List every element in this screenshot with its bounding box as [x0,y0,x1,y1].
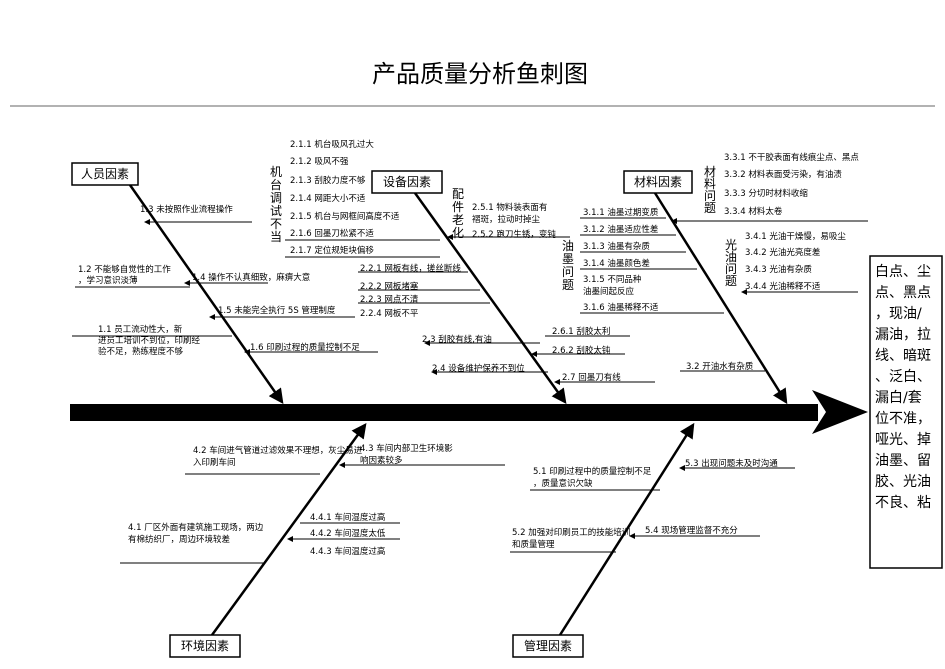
cause-1-4: 1.4 操作不认真细致，麻痹大意 [192,272,310,283]
category-box-equipment [371,170,443,194]
sub-heading-gloss-problem: 光油问题 [725,238,737,288]
cause-3-1-4: 3.1.4 油墨颜色差 [583,258,650,269]
cause-4-1: 4.1 厂区外面有建筑施工现场，两边有棉纺织厂，周边环境较差 [128,522,264,545]
cause-2-7: 2.7 回墨刀有线 [562,372,621,383]
cause-5-3: 5.3 出现问题未及时沟通 [685,458,778,469]
cause-4-4-1: 4.4.1 车间湿度过高 [310,512,385,523]
spine [70,404,818,421]
bone-people [128,184,284,405]
category-box-management [512,634,584,658]
cause-3-1-6: 3.1.6 油墨稀释不适 [583,302,659,313]
cause-4-2: 4.2 车间进气管道过滤效果不理想，灰尘易进入印刷车间 [193,445,363,468]
cause-2-3: 2.3 刮胶有线,有油 [422,334,492,345]
cause-2-2-1: 2.2.1 网板有线，搓丝断线 [360,263,461,274]
bone-material [653,192,788,405]
cause-2-5-1: 2.5.1 物料装表面有褶斑，拉动时掉尘 [472,202,547,225]
result-text: 白点、尘点、黑点，现油/漏油，拉线、暗斑、泛白、漏白/套位不准，哑光、掉油墨、留… [875,264,931,511]
category-box-people [71,162,139,186]
result-box [869,255,943,569]
category-management: 管理因素 [524,638,572,653]
cause-1-5: 1.5 未能完全执行 5S 管理制度 [218,305,336,316]
category-box-material [623,170,693,194]
sub-heading-parts-aging: 配件老化 [452,187,464,240]
cause-2-1-6: 2.1.6 回墨刀松紧不适 [290,228,374,239]
sub-heading-material-problem: 材料问题 [704,165,716,215]
sub-heading-machine-tuning: 机台调试不当 [270,165,282,244]
cause-5-2: 5.2 加强对印刷员工的技能培训和质量管理 [512,527,630,550]
cause-2-6-1: 2.6.1 刮胶太利 [552,326,610,337]
cause-4-4-2: 4.4.2 车间湿度太低 [310,528,386,539]
diagram-title: 产品质量分析鱼刺图 [372,60,588,88]
spine-arrowhead [812,390,868,434]
cause-2-2-2: 2.2.2 网板堵塞 [360,281,419,292]
cause-2-1-3: 2.1.3 刮胶力度不够 [290,175,366,186]
cause-3-4-2: 3.4.2 光油光亮度差 [745,247,820,258]
cause-5-1: 5.1 印刷过程中的质量控制不足，质量意识欠缺 [533,466,652,489]
cause-2-4: 2.4 设备维护保养不到位 [432,363,525,374]
cause-3-1-3: 3.1.3 油墨有杂质 [583,241,650,252]
cause-1-1: 1.1 员工流动性大，新进员工培训不到位，印刷经验不足，熟练程度不够 [98,324,201,357]
category-equipment: 设备因素 [383,175,431,189]
cause-4-3: 4.3 车间内部卫生环境影响因素较多 [360,443,453,466]
cause-3-1-2: 3.1.2 油墨适应性差 [583,224,658,235]
cause-4-4-3: 4.4.3 车间温度过高 [310,546,385,557]
cause-3-3-2: 3.3.2 材料表面受污染，有油渍 [724,169,842,180]
bone-environment [210,422,367,636]
cause-2-1-1: 2.1.1 机台吸风孔过大 [290,139,374,150]
cause-3-2: 3.2 开油水有杂质 [686,361,754,372]
bone-management [558,422,695,636]
cause-3-3-4: 3.3.4 材料太卷 [724,206,783,217]
cause-3-1-5: 3.1.5 不同品种油墨间起反应 [583,274,641,297]
cause-3-4-1: 3.4.1 光油干燥慢，易吸尘 [745,231,846,242]
cause-5-4: 5.4 现场管理监督不充分 [645,525,738,536]
cause-2-1-2: 2.1.2 吸风不强 [290,157,349,167]
category-environment: 环境因素 [181,638,229,653]
category-material: 材料因素 [634,175,682,189]
cause-3-3-1: 3.3.1 不干胶表面有线痕尘点、黑点 [724,152,859,163]
cause-1-3: 1.3 未按照作业流程操作 [140,204,233,215]
cause-3-4-4: 3.4.4 光油稀释不适 [745,281,821,292]
sub-heading-ink-problem: 油墨问题 [562,239,574,292]
cause-2-5-2: 2.5.2 跑刀生锈，变钝 [472,229,556,240]
category-people: 人员因素 [81,167,129,181]
cause-1-2: 1.2 不能够自觉性的工作，学习意识淡薄 [78,264,171,286]
cause-3-3-3: 3.3.3 分切时材料收缩 [724,188,808,199]
cause-2-1-4: 2.1.4 网距大小不适 [290,193,366,204]
cause-2-2-4: 2.2.4 网板不平 [360,308,419,319]
cause-3-1-1: 3.1.1 油墨过期变质 [583,207,659,218]
cause-2-1-5: 2.1.5 机台与网框间高度不适 [290,211,400,222]
category-box-environment [169,634,241,658]
cause-2-1-7: 2.1.7 定位规矩块偏移 [290,245,374,256]
cause-2-2-3: 2.2.3 网点不清 [360,294,419,305]
cause-1-6: 1.6 印刷过程的质量控制不足 [250,342,360,353]
cause-2-6-2: 2.6.2 刮胶太钝 [552,345,611,356]
cause-3-4-3: 3.4.3 光油有杂质 [745,264,812,275]
bone-equipment [413,192,567,405]
